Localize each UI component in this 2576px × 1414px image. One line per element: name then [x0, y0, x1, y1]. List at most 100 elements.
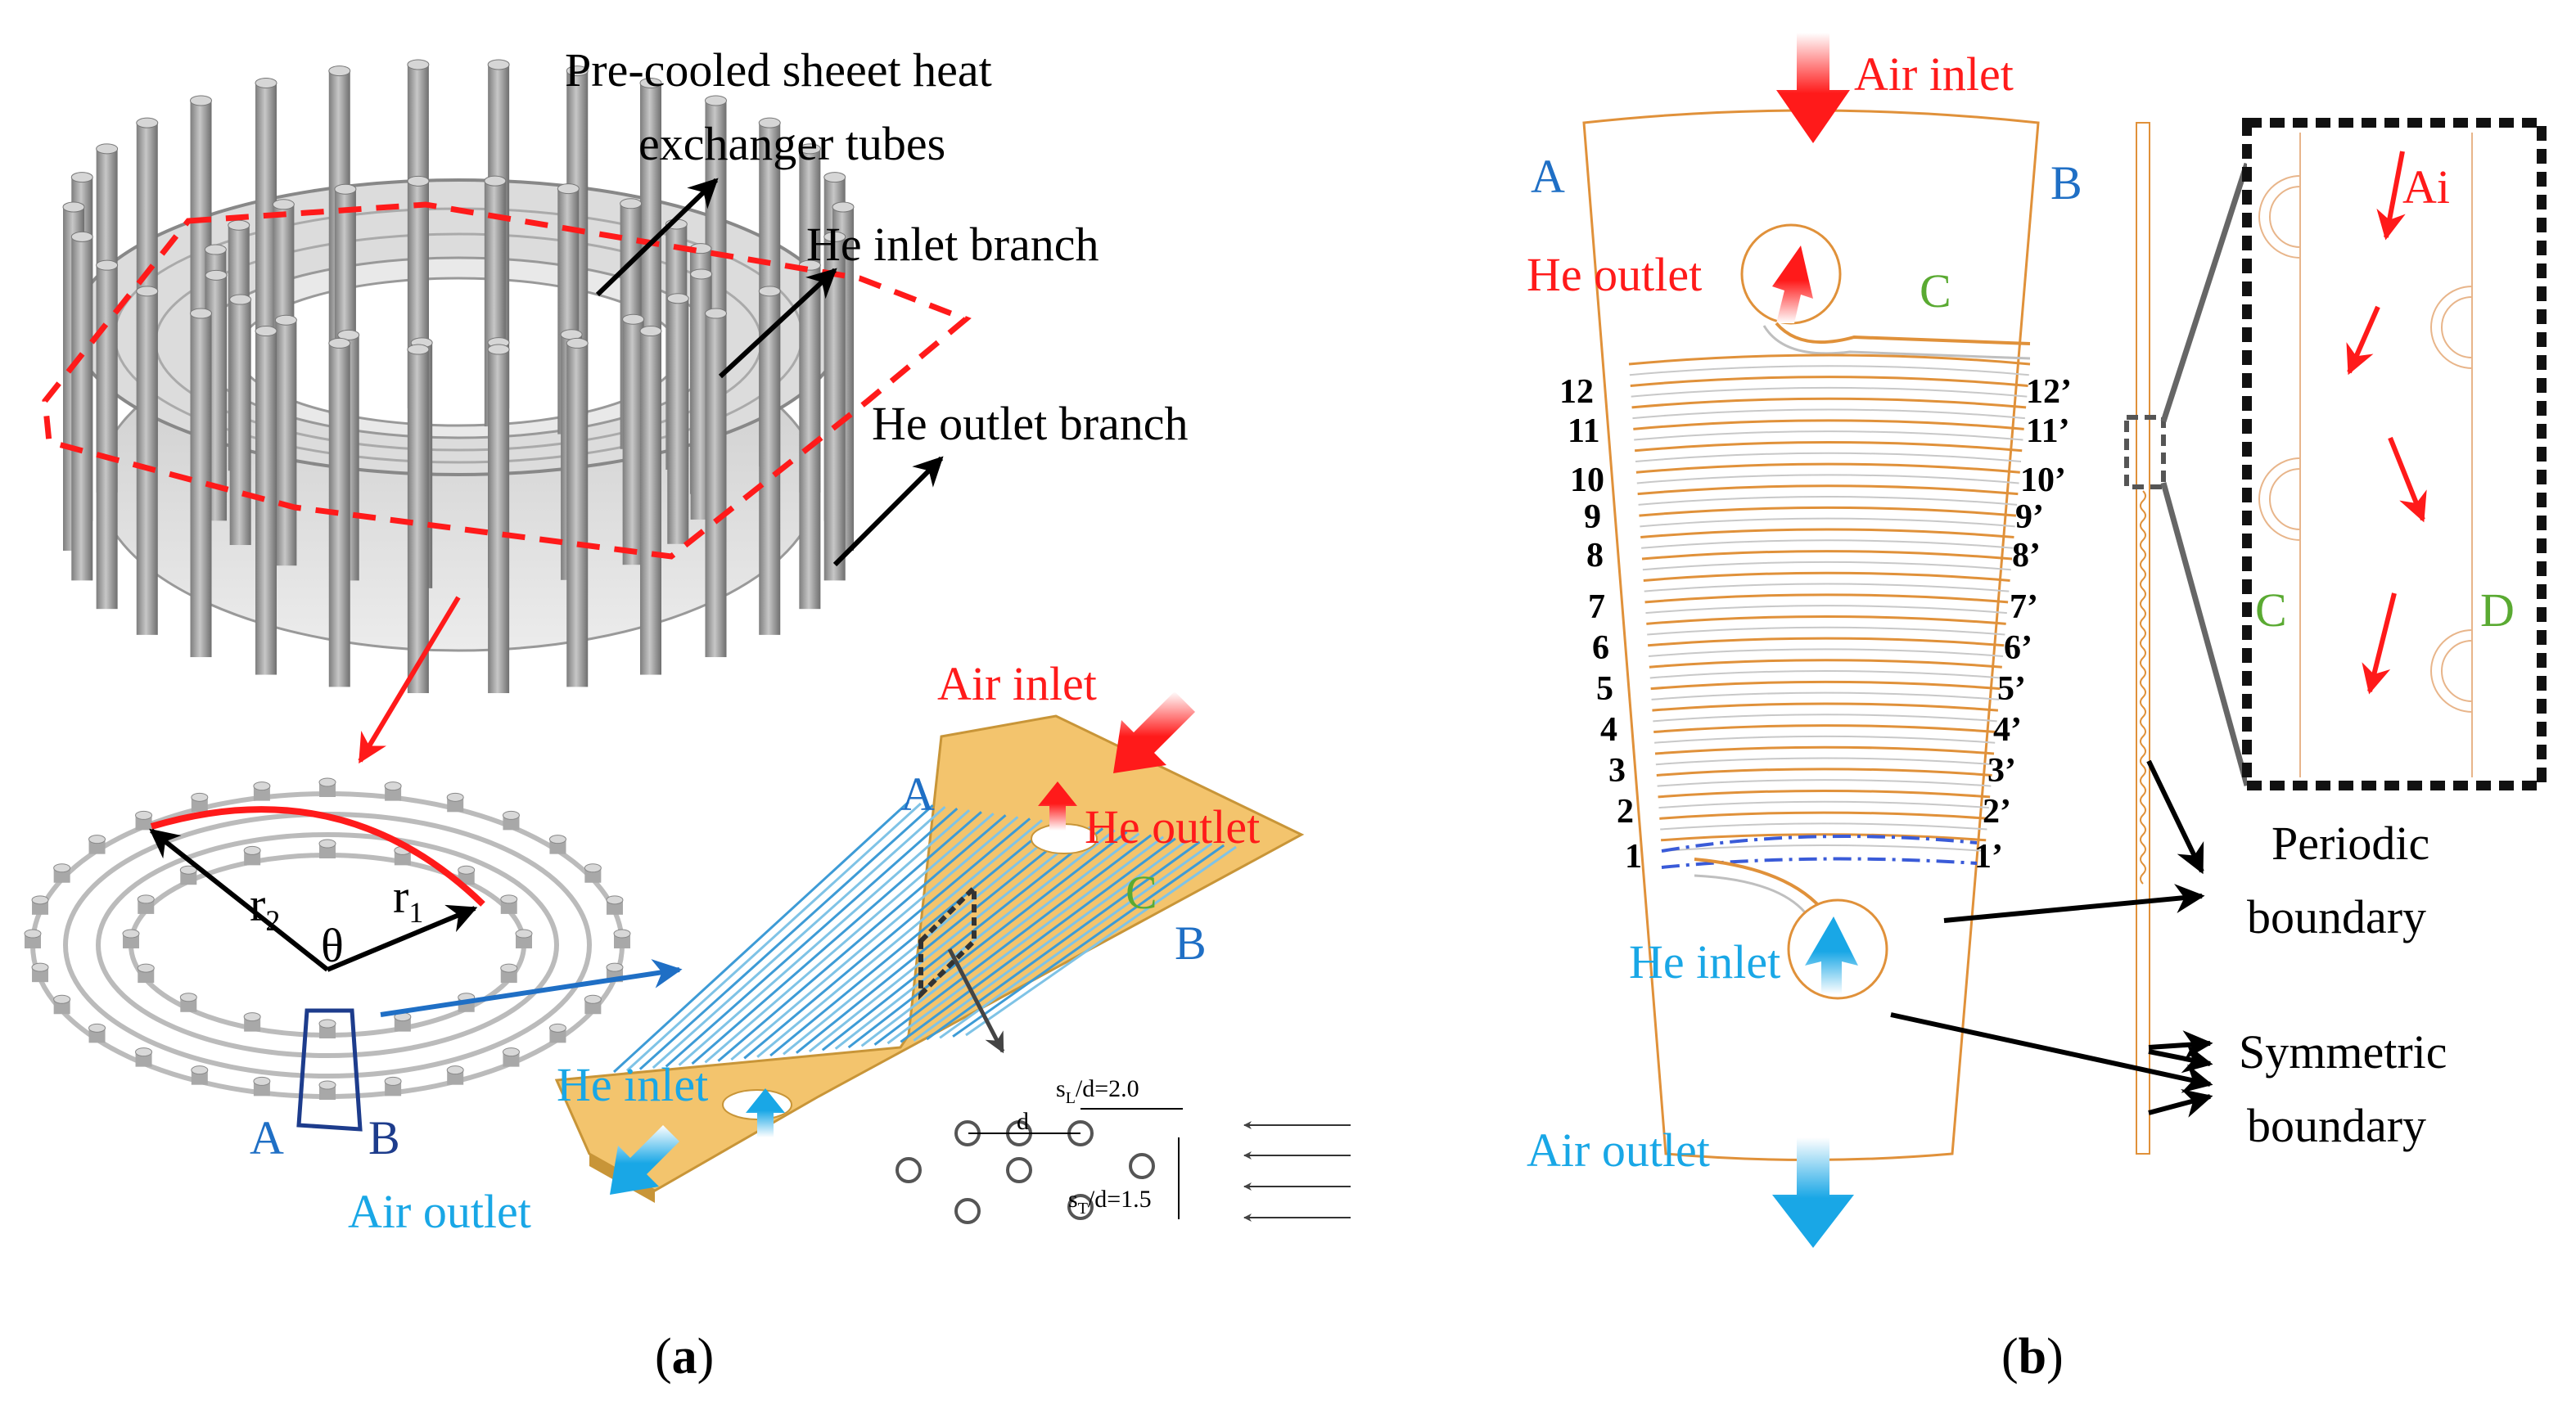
channel-line-42: [1659, 811, 1988, 820]
periodic-dash-2: [1661, 857, 1978, 869]
row-right-2: 11’: [2026, 412, 2070, 450]
channel-line-27: [1648, 648, 2004, 657]
ring-stub-cap-13: [31, 962, 49, 972]
air-inlet-arrow-a: [1113, 691, 1195, 773]
header-tube-cap-48: [487, 344, 510, 355]
ring-stub-cap-19: [191, 792, 209, 802]
row-left-7: 7: [1588, 588, 1605, 626]
row-left-4: 4: [1600, 711, 1617, 749]
channel-line-7: [1634, 430, 2023, 441]
zoom-arrow-1: [2376, 151, 2406, 241]
header-tube-46: [566, 343, 589, 687]
ring-stub-cap-33: [243, 1012, 261, 1022]
row-right-6: 7’: [2010, 588, 2038, 626]
channel-line-44: [1661, 833, 1987, 842]
air-outlet-arrow-a: [610, 1125, 679, 1195]
label-he-inlet-a: He inlet: [557, 1058, 708, 1111]
label-air-inlet-b: Air inlet: [1854, 47, 2014, 101]
channel-line-11: [1636, 474, 2019, 484]
header-tube-cap-27: [70, 231, 93, 242]
zoom-flow-arrows: [2346, 151, 2427, 695]
tube-circles: [896, 1120, 1155, 1224]
row-right-9: 4’: [1993, 711, 2022, 749]
tube-bank-inset: sL/d=2.0 d sT/d=1.5: [896, 1075, 1351, 1224]
header-tube-42: [705, 313, 727, 658]
header-tube-33: [96, 265, 118, 610]
zoom-half-circles: [2258, 175, 2473, 713]
label-B-b: B: [2050, 156, 2082, 209]
red-arc: [150, 806, 485, 907]
header-tube-cap-34: [622, 313, 645, 325]
caption-b: (b): [2001, 1329, 2064, 1385]
header-tube-32: [799, 265, 821, 610]
zoom-label-C: C: [2255, 583, 2287, 637]
row-right-11: 2’: [1983, 793, 2011, 831]
header-tube-cap-15: [334, 183, 357, 195]
air-outlet-arrow-b: [1772, 1137, 1854, 1248]
header-tube-cap-47: [328, 337, 351, 349]
channel-line-18: [1641, 550, 2013, 561]
sheet-line-12: [769, 821, 1055, 1057]
header-tube-cap-8: [758, 117, 781, 128]
channel-line-1: [1629, 365, 2029, 376]
header-tube-cap-43: [190, 308, 213, 319]
row-numbers-right: 12’11’10’9’8’7’6’5’4’3’2’1’: [1974, 373, 2072, 876]
sheet-line-22: [900, 837, 1176, 1043]
zoom-tube-2: [2430, 286, 2473, 369]
sheet-line-8: [717, 814, 1007, 1062]
header-tube-cap-44: [639, 326, 662, 337]
ring-stub-cap-35: [137, 963, 155, 973]
zoom-arrow-2: [2346, 305, 2380, 376]
arrow-periodic-2: [1943, 884, 2205, 923]
label-air-outlet-a: Air outlet: [348, 1185, 531, 1238]
ring-stub-cap-4: [502, 1047, 520, 1057]
label-he-outlet-branch: He outlet branch: [872, 397, 1189, 450]
label-st: sT/d=1.5: [1068, 1186, 1152, 1218]
row-left-10: 10: [1570, 462, 1604, 499]
header-tube-cap-29: [205, 269, 228, 281]
channel-line-20: [1643, 571, 2010, 582]
arrow-he-outlet-branch: [832, 456, 944, 567]
label-r2: r2: [250, 878, 280, 937]
sheet-line-3: [652, 805, 946, 1070]
header-tube-cap-4: [639, 77, 662, 88]
row-left-12: 12: [1559, 373, 1594, 411]
header-tube-cap-19: [70, 172, 93, 183]
channel-line-34: [1653, 724, 1996, 734]
sheet-line-21: [886, 835, 1165, 1045]
ring-sector-outline: [296, 1008, 363, 1132]
header-tube-27: [71, 236, 93, 581]
arrow-he-inlet-branch: [718, 268, 837, 379]
label-d: d: [1017, 1108, 1029, 1135]
header-tube-48: [488, 349, 510, 694]
zoom-tube-3: [2258, 457, 2301, 541]
ring-stub-cap-1: [606, 962, 624, 972]
header-tube-cap-5: [255, 77, 277, 88]
label-A-b: A: [1531, 150, 1565, 203]
label-theta: θ: [321, 919, 344, 972]
label-symmetric-1: Symmetric: [2239, 1025, 2447, 1079]
ring-stub-cap-37: [137, 894, 155, 904]
label-sl: sL/d=2.0: [1056, 1075, 1139, 1107]
label-C-sheet: C: [1126, 866, 1157, 919]
ring-stub-cap-39: [243, 845, 261, 855]
header-tube-36: [759, 290, 781, 635]
header-tube-cap-35: [274, 314, 297, 326]
arrow-symmetric-3: [2148, 1088, 2213, 1118]
channel-line-14: [1639, 506, 2017, 517]
arrow-ring-to-sheet: [380, 959, 683, 1017]
channel-line-33: [1653, 714, 1997, 723]
row-left-1: 1: [1625, 838, 1642, 876]
channel-line-0: [1628, 354, 2031, 366]
sheet-line-9: [730, 816, 1019, 1061]
channel-line-21: [1644, 583, 2010, 592]
row-right-5: 8’: [2012, 537, 2041, 574]
ring-stub-cap-42: [458, 865, 476, 875]
header-tube-cap-11: [407, 175, 430, 187]
sheet-line-23: [913, 839, 1189, 1042]
header-tube-35: [275, 320, 297, 566]
label-tube-line2: exchanger tubes: [638, 117, 945, 170]
radius-r2: [149, 828, 329, 972]
channel-line-5: [1632, 408, 2025, 420]
